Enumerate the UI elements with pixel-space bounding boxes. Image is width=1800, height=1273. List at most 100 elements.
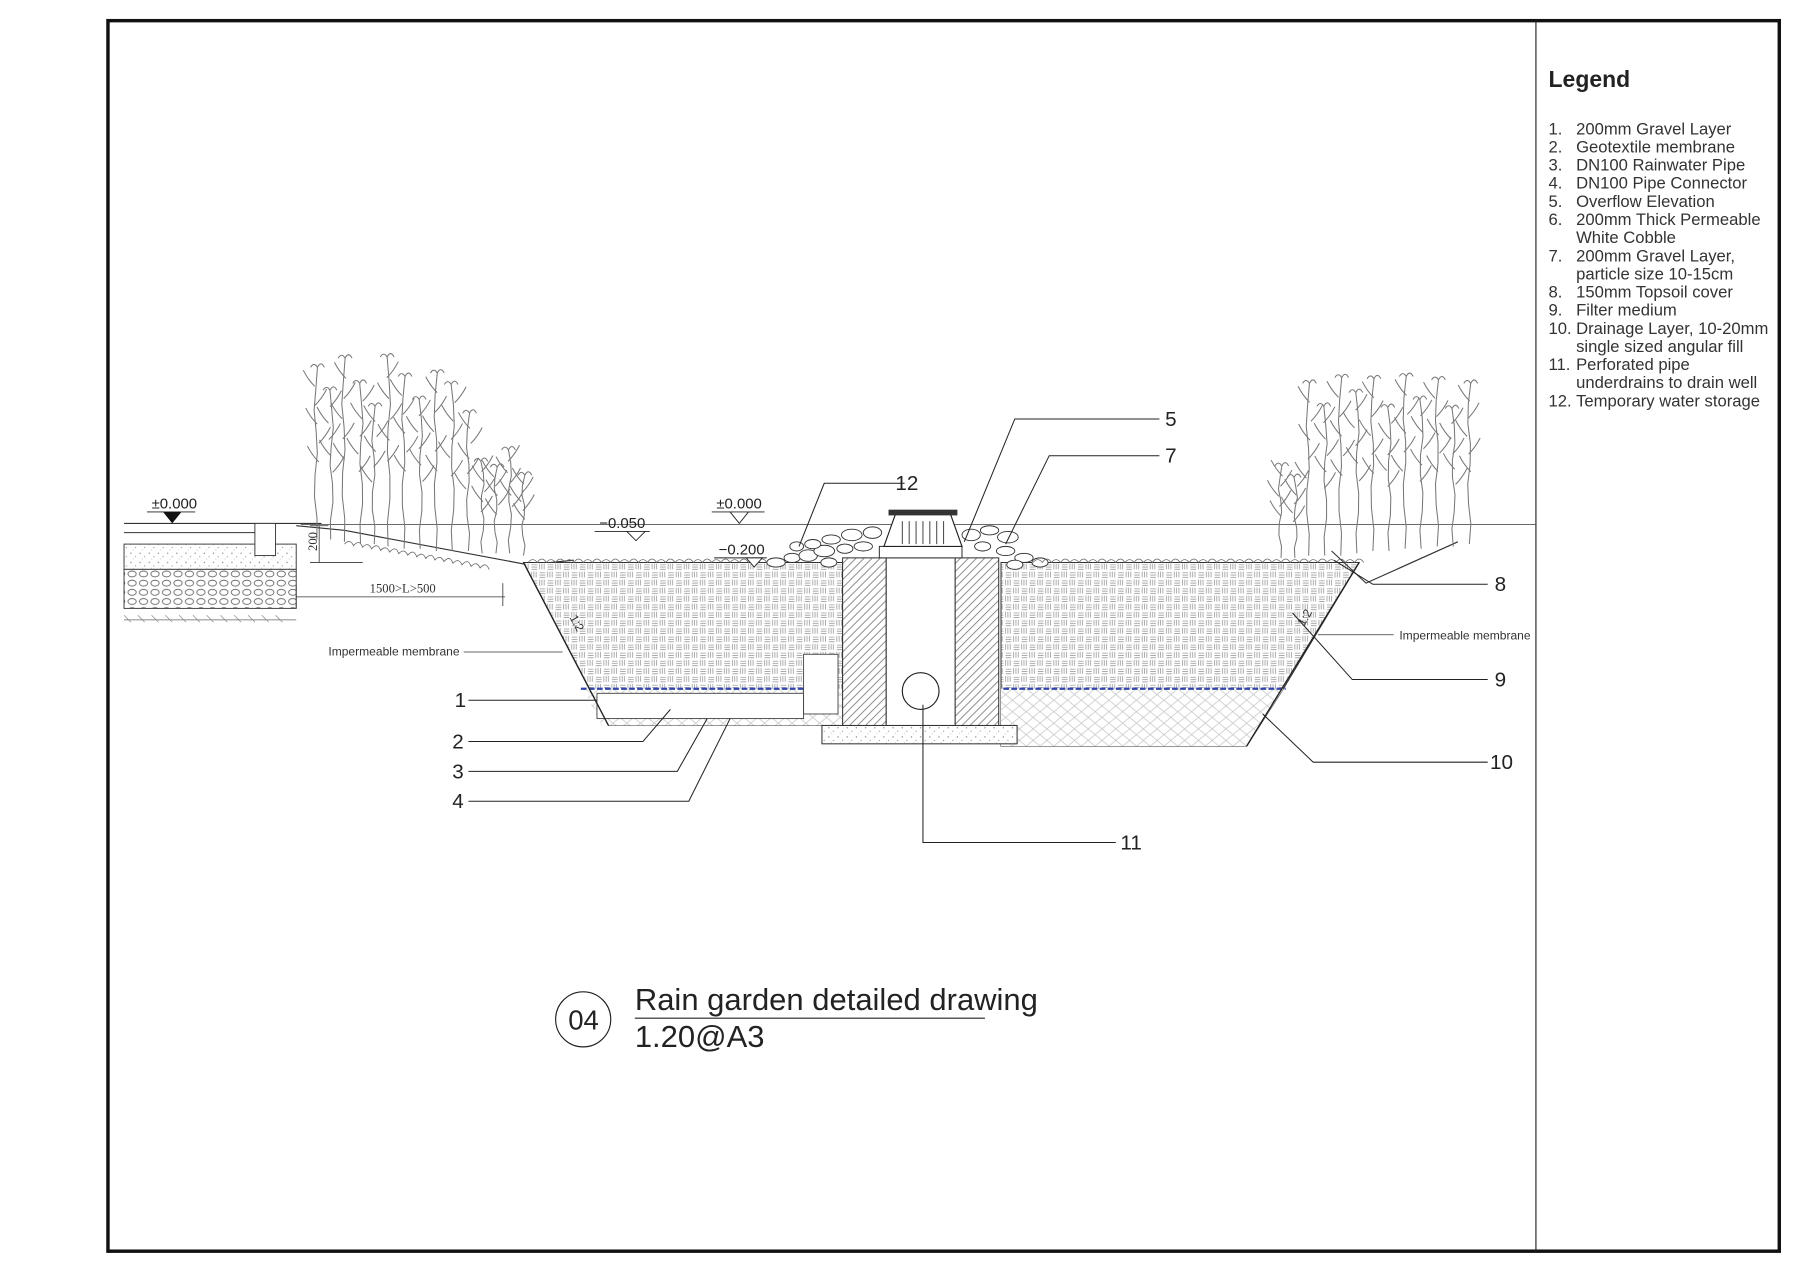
drain-well bbox=[821, 509, 1018, 745]
perforated-pipe bbox=[901, 672, 940, 710]
width-dimension-label: 1500>L>500 bbox=[370, 581, 436, 595]
tree-sketch bbox=[1313, 402, 1339, 556]
white-cobble bbox=[766, 525, 1049, 570]
legend-item-text: particle size 10-15cm bbox=[1576, 264, 1733, 283]
callout-5: 5 bbox=[1165, 408, 1177, 431]
title-block: 04 Rain garden detailed drawing 1.20@A3 bbox=[555, 982, 1038, 1054]
legend-item-number: 8. bbox=[1549, 283, 1563, 302]
tree-sketch bbox=[360, 402, 389, 545]
legend-item: 2. Geotextile membrane bbox=[1549, 137, 1735, 156]
tree-sketch bbox=[316, 386, 345, 540]
legend-item: 3.DN100 Rainwater Pipe bbox=[1549, 156, 1746, 175]
tree-sketch bbox=[1439, 404, 1468, 547]
tree-sketch bbox=[1423, 376, 1452, 547]
legend-item: 7. 200mm Gravel Layer,particle size 10-15… bbox=[1549, 246, 1735, 283]
tree-sketch bbox=[389, 372, 419, 549]
elevation-basin: −0.200 bbox=[714, 541, 767, 568]
tree-sketch bbox=[1358, 374, 1384, 552]
left-embankment bbox=[296, 525, 575, 566]
elevation-left-ground: ±0.000 bbox=[146, 496, 197, 524]
tree-sketch bbox=[1266, 459, 1293, 558]
left-basin bbox=[522, 561, 844, 726]
tree-sketch bbox=[471, 455, 497, 554]
elevation-label: ±0.000 bbox=[152, 496, 197, 513]
legend-item-text: DN100 Pipe Connector bbox=[1576, 174, 1747, 193]
legend-item: 12.Temporary water storage bbox=[1549, 391, 1760, 410]
tree-sketch bbox=[1455, 379, 1481, 545]
tree-sketch bbox=[1374, 403, 1404, 552]
width-dimension: 1500>L>500 bbox=[295, 581, 506, 609]
legend-item: 5. Overflow Elevation bbox=[1549, 192, 1715, 211]
topsoil-grass bbox=[344, 541, 490, 570]
legend-item-number: 2. bbox=[1549, 137, 1563, 156]
elevation-ponding: −0.050 bbox=[594, 515, 650, 542]
legend-item-text: 200mm Gravel Layer bbox=[1576, 119, 1732, 138]
height-dimension: 200 bbox=[306, 525, 363, 563]
tree-sketch bbox=[330, 354, 356, 542]
callout-2: 2 bbox=[452, 730, 464, 753]
callout-12: 12 bbox=[895, 472, 918, 495]
callout-11: 11 bbox=[1120, 831, 1141, 854]
drawing-number-circle bbox=[555, 991, 612, 1048]
tree-sketch bbox=[495, 445, 524, 554]
legend-item-text: underdrains to drain well bbox=[1576, 373, 1757, 392]
drawing-title: Rain garden detailed drawing bbox=[635, 982, 1038, 1017]
callout-4: 4 bbox=[452, 790, 464, 813]
drawing-number: 04 bbox=[568, 1005, 599, 1036]
legend-item-text: Temporary water storage bbox=[1576, 391, 1760, 410]
callout-9: 9 bbox=[1495, 668, 1507, 691]
tree-sketch bbox=[438, 380, 467, 552]
legend-list: 1. 200mm Gravel Layer 2. Geotextile membran… bbox=[1549, 119, 1769, 410]
legend-item-number: 3. bbox=[1549, 156, 1563, 175]
legend-item-text: Perforated pipe bbox=[1576, 355, 1690, 374]
legend-item-text: Overflow Elevation bbox=[1576, 192, 1715, 211]
leader-lines bbox=[468, 418, 1488, 844]
legend-item-number: 9. bbox=[1549, 301, 1563, 320]
membrane-left-label: Impermeable membrane bbox=[328, 644, 460, 658]
legend-item-number: 11. bbox=[1549, 355, 1571, 374]
tree-sketch bbox=[346, 379, 375, 545]
legend-item-text: 150mm Topsoil cover bbox=[1576, 283, 1733, 302]
tree-sketch bbox=[1326, 373, 1356, 556]
legend-item-text: single sized angular fill bbox=[1576, 337, 1743, 356]
legend-item: 8. 150mm Topsoil cover bbox=[1549, 283, 1734, 302]
elevation-label: ±0.000 bbox=[716, 496, 761, 513]
legend-item-text: Geotextile membrane bbox=[1576, 137, 1735, 156]
legend-item-number: 12. bbox=[1549, 391, 1572, 410]
legend-item-text: Drainage Layer, 10-20mm bbox=[1576, 319, 1768, 338]
sheet-border bbox=[106, 18, 1781, 1253]
legend-item-number: 10. bbox=[1549, 319, 1572, 338]
legend-item: 1. 200mm Gravel Layer bbox=[1549, 119, 1732, 138]
tree-sketch bbox=[454, 409, 483, 552]
callout-3: 3 bbox=[452, 760, 464, 783]
legend-item-number: 6. bbox=[1549, 210, 1563, 229]
legend-item-text: 200mm Gravel Layer, bbox=[1576, 246, 1735, 265]
elevation-label: −0.200 bbox=[719, 541, 765, 558]
tree-sketch bbox=[1294, 379, 1323, 556]
legend-item-number: 1. bbox=[1549, 119, 1563, 138]
tree-sketch bbox=[1280, 470, 1310, 558]
legend-item-number: 5. bbox=[1549, 192, 1563, 211]
elevation-center-ground: ±0.000 bbox=[711, 496, 765, 525]
callout-1: 1 bbox=[455, 689, 467, 712]
tree-sketch bbox=[377, 353, 403, 547]
pavement-section bbox=[123, 522, 322, 623]
tree-sketch bbox=[1390, 372, 1420, 549]
legend-item-number: 7. bbox=[1549, 246, 1563, 265]
legend-title: Legend bbox=[1549, 66, 1631, 92]
tree-sketch bbox=[481, 460, 511, 554]
membrane-right-label: Impermeable membrane bbox=[1399, 628, 1531, 642]
height-dimension-label: 200 bbox=[306, 532, 320, 551]
tree-sketch bbox=[1342, 388, 1372, 554]
tree-sketch bbox=[405, 395, 435, 549]
right-basin bbox=[1000, 541, 1459, 747]
tree-sketch bbox=[509, 467, 535, 556]
tree-sketch bbox=[1410, 395, 1436, 549]
drawing-scale: 1.20@A3 bbox=[635, 1019, 765, 1054]
tree-sketch bbox=[302, 363, 331, 540]
tree-sketch bbox=[422, 369, 447, 552]
